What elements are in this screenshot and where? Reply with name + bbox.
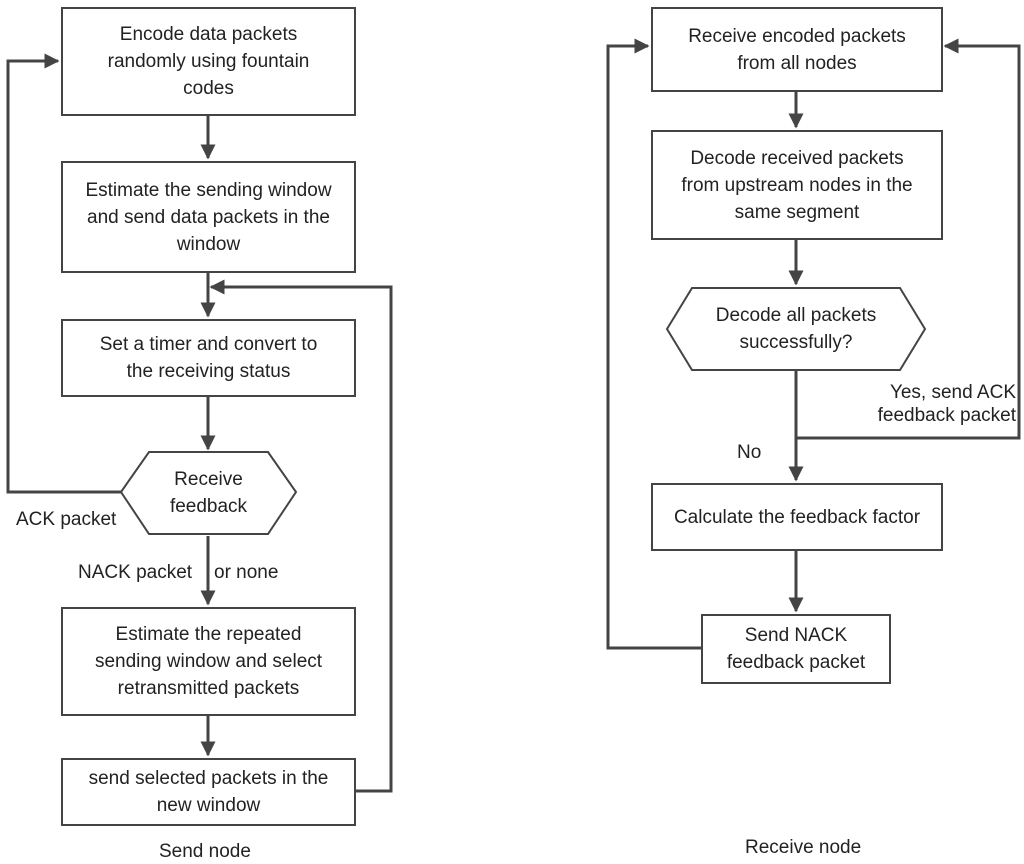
nack-packet-label: NACK packet: [78, 562, 193, 583]
calc-feedback-box: Calculate the feedback factor: [651, 483, 943, 551]
arrow-yes-loop: [796, 38, 1021, 440]
receive-feedback-text: Receive feedback: [169, 469, 248, 517]
send-selected-box: send selected packets in the new window: [61, 758, 356, 826]
receive-node-caption: Receive node: [745, 837, 862, 858]
arrow-ack-loop: [6, 53, 121, 494]
decode-decision-text: Decode all packets successfully?: [715, 305, 877, 353]
or-none-label: or none: [214, 562, 279, 583]
arrow-retransmit-loop: [209, 279, 393, 793]
estimate-window-box: Estimate the sending window and send dat…: [61, 161, 356, 273]
send-node-caption: Send node: [159, 841, 251, 862]
encode-packets-box: Encode data packets randomly using fount…: [61, 7, 356, 116]
set-timer-box: Set a timer and convert to the receiving…: [61, 319, 356, 397]
no-label: No: [737, 442, 762, 463]
feedback-decision-shape: [119, 451, 298, 535]
repeat-window-box: Estimate the repeated sending window and…: [61, 607, 356, 716]
yes-send-ack-label: Yes, send ACK feedback packet: [877, 382, 1016, 426]
send-nack-box: Send NACK feedback packet: [701, 614, 891, 684]
decode-decision-shape: [665, 287, 927, 371]
arrow-nack-loop: [606, 38, 701, 650]
ack-packet-label: ACK packet: [16, 509, 117, 530]
receive-packets-box: Receive encoded packets from all nodes: [651, 7, 943, 92]
decode-packets-box: Decode received packets from upstream no…: [651, 130, 943, 240]
